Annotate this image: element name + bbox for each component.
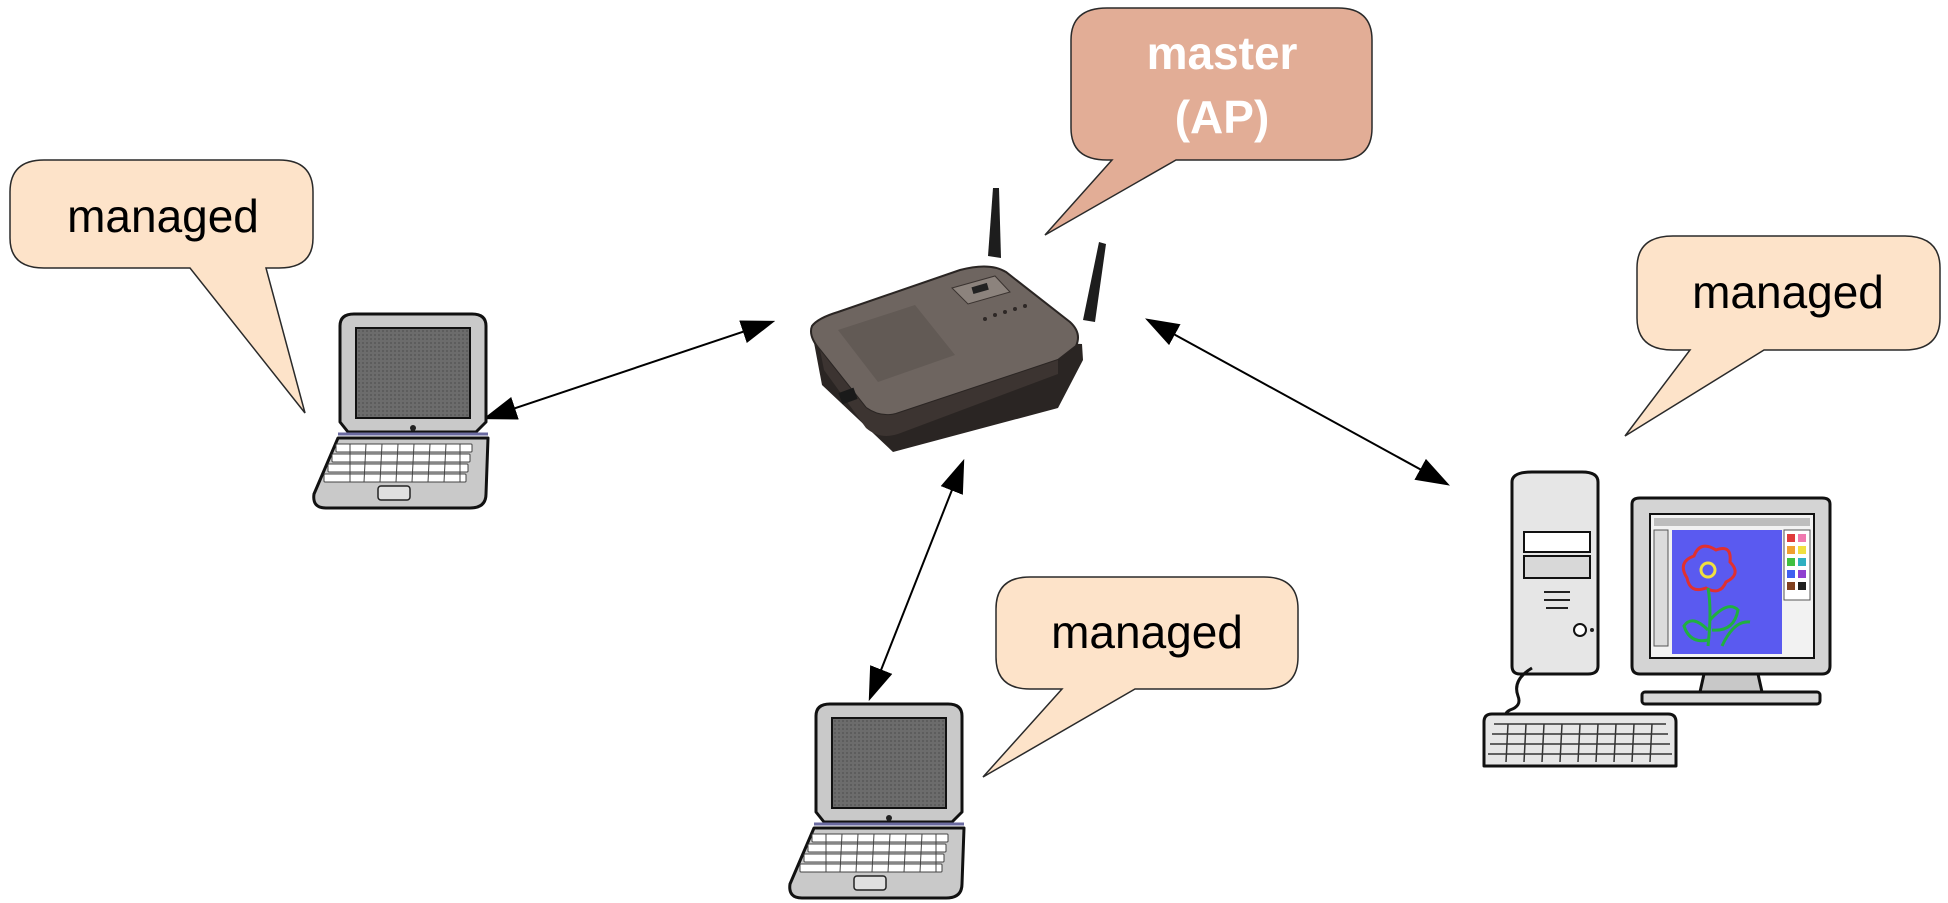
link-ap-laptop-bottom <box>868 458 965 702</box>
master-bubble-shape <box>1044 7 1373 236</box>
tower-icon <box>1510 470 1600 676</box>
managed-label-right: managed <box>1692 266 1884 318</box>
managed-bubble-bottom-shape <box>982 576 1299 778</box>
laptop-icon <box>312 312 490 510</box>
managed-bubble-left-shape <box>9 159 314 414</box>
keyboard-icon <box>1482 712 1678 768</box>
wireless-router-icon <box>810 188 1106 452</box>
managed-bubble-left: managed <box>9 159 314 414</box>
managed-bubble-right: managed <box>1624 235 1941 437</box>
link-ap-laptop-left <box>482 320 776 420</box>
managed-label-bottom: managed <box>1051 606 1243 658</box>
master-label-line2: (AP) <box>1175 91 1270 143</box>
laptop-icon <box>788 702 966 900</box>
links <box>482 318 1450 702</box>
managed-label-left: managed <box>67 190 259 242</box>
managed-bubble-bottom: managed <box>982 576 1299 778</box>
monitor-icon <box>1630 496 1832 706</box>
desktop-computer-icon <box>1482 470 1832 768</box>
master-label-line1: master <box>1147 27 1298 79</box>
master-bubble: master (AP) <box>1044 7 1373 236</box>
managed-bubble-right-shape <box>1624 235 1941 437</box>
link-ap-desktop <box>1145 318 1450 486</box>
